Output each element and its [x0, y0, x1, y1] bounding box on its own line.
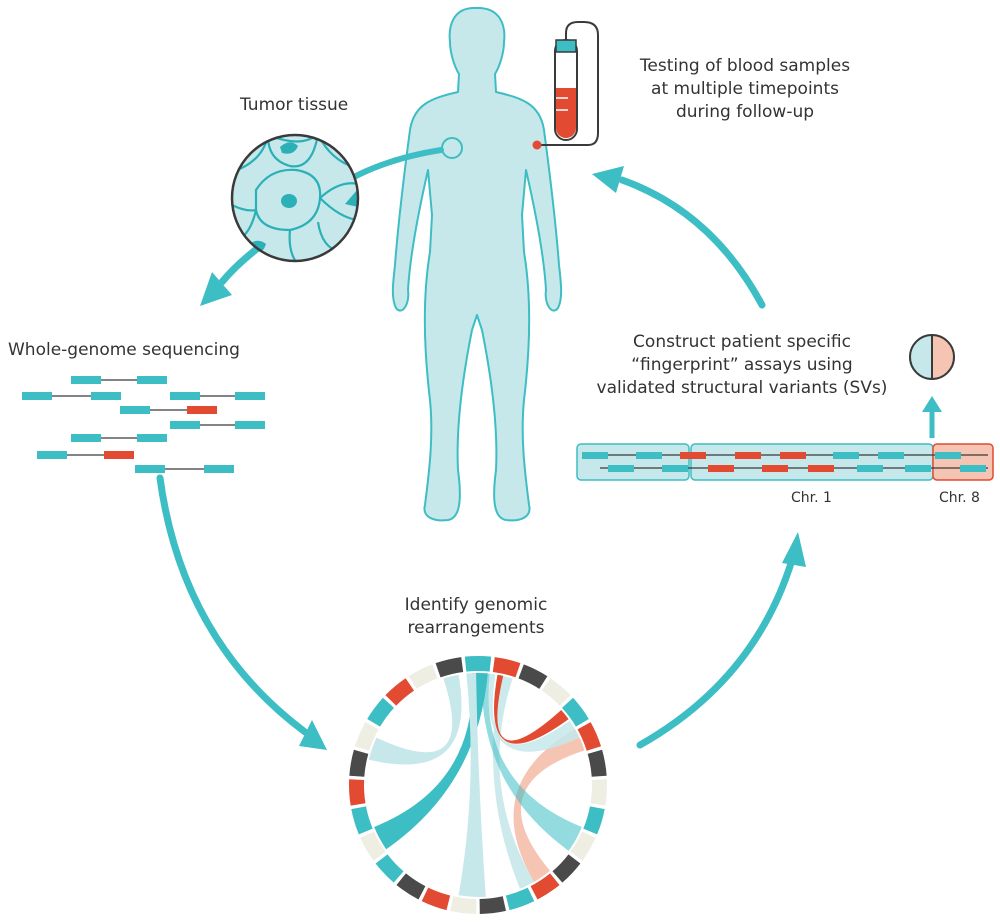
tumor-tissue-label: Tumor tissue [240, 95, 349, 115]
arrow-wgs-to-circos [156, 474, 309, 736]
circos-ribbon [492, 675, 534, 889]
circos-ribbon [494, 674, 569, 744]
circos-ribbons [368, 673, 585, 898]
chromosome-strip [576, 443, 994, 481]
circos-segment [349, 779, 366, 806]
circos-segment [367, 697, 394, 727]
junction-arrow-head [922, 396, 942, 412]
blood-testing-line-2: at multiple timepoints [651, 79, 839, 99]
sequencing-read-blocks [22, 376, 265, 473]
circos-segment [464, 656, 492, 672]
construct-line-3: validated structural variants (SVs) [596, 378, 888, 398]
arrowhead-assay [782, 532, 806, 567]
circos-ring [349, 656, 607, 914]
construct-line-2: “fingerprint” assays using [631, 355, 853, 375]
circos-segment [435, 657, 464, 678]
blood-draw-marker [532, 140, 542, 150]
cycle-arrows [156, 176, 796, 749]
construct-label: Construct patient specific “fingerprint”… [572, 331, 912, 400]
arrow-heads [200, 166, 806, 750]
tumor-site-marker [441, 137, 463, 159]
circos-segment [583, 806, 605, 835]
construct-line-1: Construct patient specific [633, 332, 851, 352]
arrowhead-patient [592, 166, 624, 193]
arrow-assay-to-patient [618, 176, 766, 309]
circos-segment [505, 887, 535, 911]
circos-segment [518, 664, 548, 689]
blood-testing-label: Testing of blood samples at multiple tim… [605, 55, 885, 124]
chromosome-segment-chr8 [932, 443, 994, 481]
circos-segment [408, 664, 438, 689]
circos-segment [590, 779, 607, 806]
circos-segment [552, 854, 581, 883]
arrow-tissue-to-wgs [218, 244, 262, 286]
circos-segment [492, 657, 521, 678]
chromosome-segment-left [576, 443, 690, 481]
chromosome-read-blocks [582, 452, 986, 472]
sequencing-reads [50, 379, 235, 470]
circos-segment [360, 831, 386, 861]
identify-line-1: Identify genomic [404, 595, 548, 615]
circos-segment [375, 854, 404, 883]
blood-tube [532, 21, 599, 150]
arrow-circos-to-assay [636, 556, 796, 749]
circos-segment [354, 722, 379, 751]
circos-segment [541, 678, 571, 706]
circos-segment [577, 722, 602, 751]
circos-segment [562, 697, 589, 727]
circos-segment [570, 831, 596, 861]
circos-segment [351, 806, 373, 835]
circos-segment [479, 896, 506, 914]
tissue-connector [349, 147, 444, 181]
circos-segment [421, 887, 451, 911]
circos-ribbon [458, 673, 486, 898]
identify-line-2: rearrangements [407, 618, 545, 638]
chromosome-segment-chr1 [690, 443, 934, 481]
wgs-label: Whole-genome sequencing [8, 340, 240, 360]
human-body [391, 7, 563, 522]
fingerprint-assay-icon [909, 334, 955, 380]
blood-testing-line-1: Testing of blood samples [639, 56, 851, 76]
arrowhead-circos [299, 720, 327, 750]
circos-segment [450, 896, 477, 914]
circos-segment [587, 749, 607, 777]
circos-segment [530, 873, 560, 900]
tissue-magnifier [230, 133, 360, 263]
arrowhead-wgs [200, 272, 232, 306]
blood-testing-line-3: during follow-up [675, 102, 815, 122]
circos-ribbon [374, 673, 488, 850]
circos-segment [396, 873, 426, 900]
chr8-label: Chr. 8 [939, 490, 980, 506]
circos-ribbon [368, 674, 462, 765]
circos-ribbon [481, 673, 582, 851]
circos-ribbon [488, 673, 580, 752]
circos-segment [385, 678, 415, 706]
circos-segment [349, 749, 369, 777]
identify-label: Identify genomic rearrangements [346, 594, 606, 640]
circos-ribbon [513, 729, 585, 882]
chr1-label: Chr. 1 [791, 490, 832, 506]
